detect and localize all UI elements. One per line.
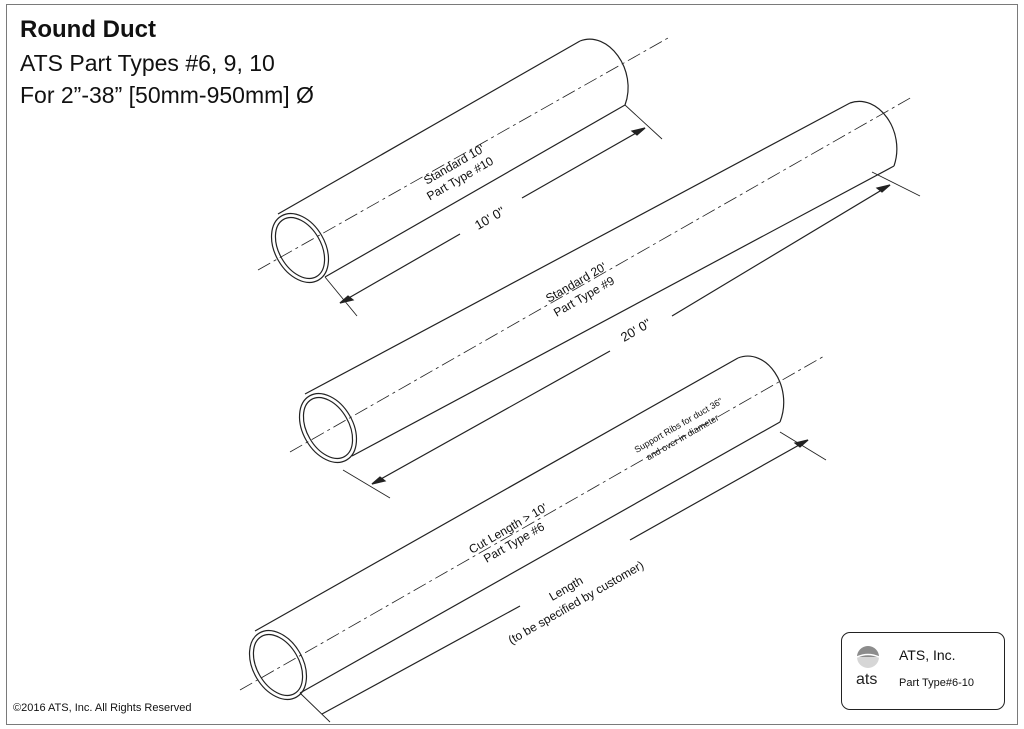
drawing-sheet-border xyxy=(6,4,1018,725)
drawing-subtitle-size-range: For 2”-38” [50mm-950mm] Ø xyxy=(20,82,314,108)
duct-6-cylinder xyxy=(248,355,785,700)
duct-10-dimension-line xyxy=(324,104,663,317)
company-name: ATS, Inc. xyxy=(899,647,956,663)
duct-10-centerline xyxy=(257,37,669,271)
duct-9-dimension-line xyxy=(342,171,921,499)
drawing-subtitle-part-types: ATS Part Types #6, 9, 10 xyxy=(20,50,275,76)
ats-logo-icon xyxy=(856,646,880,668)
title-block: ats ATS, Inc. Part Type#6-10 xyxy=(841,632,1005,710)
duct-9-dimension-label: 20' 0" xyxy=(618,315,654,344)
part-number-label: Part Type#6-10 xyxy=(899,677,975,689)
duct-10-cylinder xyxy=(270,38,629,283)
copyright-notice: ©2016 ATS, Inc. All Rights Reserved xyxy=(13,702,192,714)
duct-6-dimension-line xyxy=(299,431,827,723)
drawing-title: Round Duct xyxy=(20,16,156,43)
duct-6-length-note: (to be specified by customer) xyxy=(506,558,646,647)
duct-6-centerline xyxy=(239,354,827,691)
duct-10-dimension-label: 10' 0" xyxy=(472,203,508,232)
ats-logo-text: ats xyxy=(856,671,878,688)
duct-9-centerline xyxy=(289,96,913,453)
duct-9-cylinder xyxy=(298,100,898,463)
